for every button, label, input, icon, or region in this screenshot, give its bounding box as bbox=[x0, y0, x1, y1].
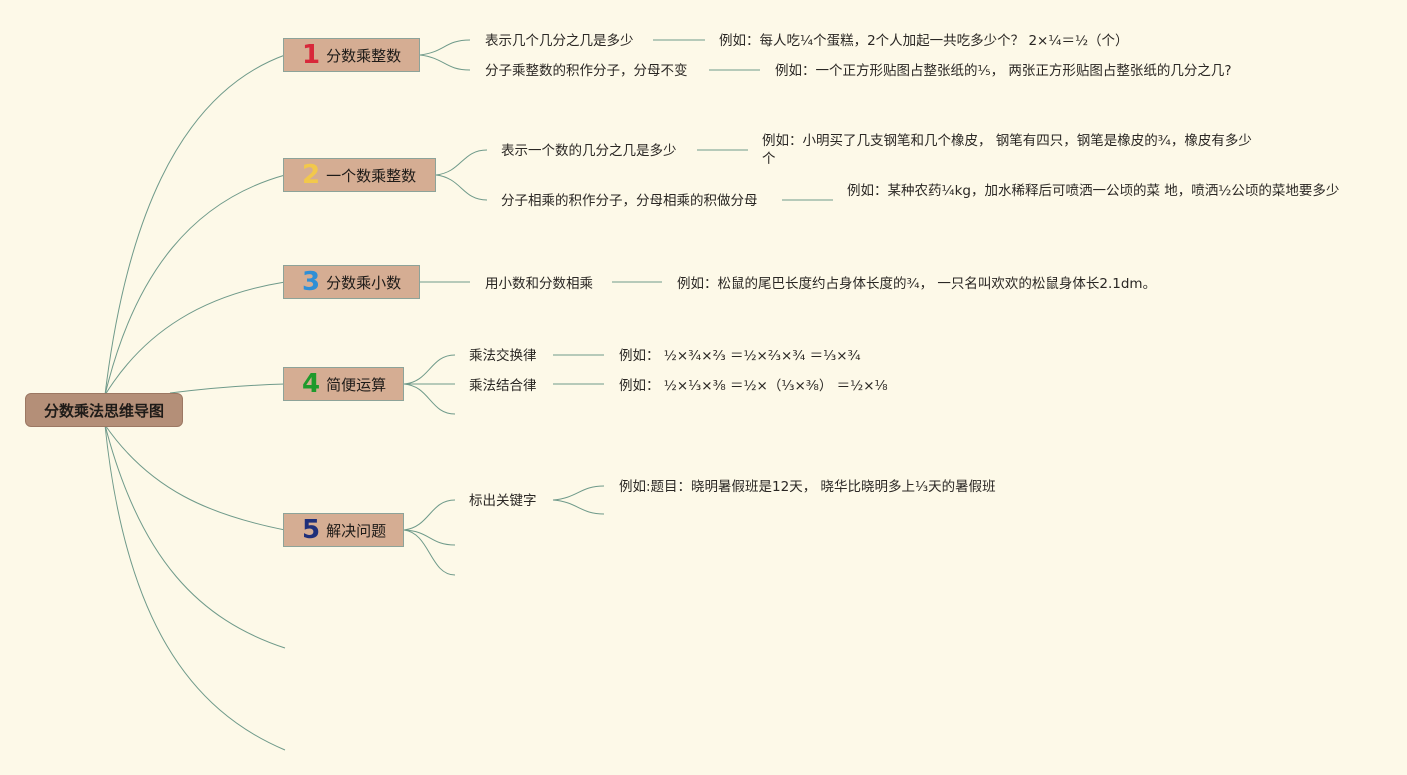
topic-1-point-1[interactable]: 表示几个几分之几是多少 bbox=[485, 33, 634, 49]
link-root-topic-4 bbox=[169, 383, 286, 394]
link-t5-p1-ex bbox=[552, 485, 605, 501]
topic-5-example-1[interactable]: 例如:题目：晓明暑假班是12天， 晓华比晓明多上⅓天的暑假班 bbox=[619, 479, 996, 495]
topic-4-example-2[interactable]: 例如： ½×⅓×⅜ ＝½×（⅓×⅜） ＝½×⅛ bbox=[619, 378, 888, 394]
topic-4[interactable]: 4 简便运算 bbox=[283, 367, 404, 401]
link-t5-empty-1 bbox=[403, 529, 456, 546]
topic-label: 分数乘小数 bbox=[326, 273, 402, 292]
topic-4-point-1[interactable]: 乘法交换律 bbox=[469, 348, 537, 364]
link-t5-p1-empty bbox=[552, 499, 605, 515]
link-root-topic-1 bbox=[104, 54, 286, 396]
topic-label: 简便运算 bbox=[326, 375, 387, 394]
topic-5[interactable]: 5 解决问题 bbox=[283, 513, 404, 547]
link-root-topic-2 bbox=[104, 174, 286, 396]
link-t4-empty bbox=[403, 383, 456, 415]
topic-2[interactable]: 2 一个数乘整数 bbox=[283, 158, 436, 192]
topic-4-example-1[interactable]: 例如： ½×¾×⅔ ＝½×⅔×¾ ＝⅓×¾ bbox=[619, 348, 861, 364]
link-t1-p2 bbox=[419, 54, 471, 71]
link-t5-empty-2 bbox=[403, 529, 456, 576]
topic-label: 解决问题 bbox=[326, 521, 387, 540]
link-t1-p1 bbox=[419, 39, 471, 56]
link-t2-p1 bbox=[435, 149, 488, 176]
topic-1-example-2[interactable]: 例如：一个正方形贴图占整张纸的⅕， 两张正方形贴图占整张纸的几分之几? bbox=[775, 63, 1232, 79]
link-root-topic-3 bbox=[104, 281, 286, 396]
topic-1-example-1[interactable]: 例如：每人吃¼个蛋糕，2个人加起一共吃多少个？ 2×¼＝½（个） bbox=[719, 33, 1129, 49]
topic-2-example-1[interactable]: 例如：小明买了几支钢笔和几个橡皮， 钢笔有四只，钢笔是橡皮的¾，橡皮有多少个 bbox=[762, 133, 1252, 167]
topic-2-example-2[interactable]: 例如：某种农药¼kg，加水稀释后可喷洒一公顷的菜 地，喷洒½公顷的菜地要多少 bbox=[847, 183, 1340, 199]
topic-3[interactable]: 3 分数乘小数 bbox=[283, 265, 420, 299]
topic-2-point-2[interactable]: 分子相乘的积作分子，分母相乘的积做分母 bbox=[501, 193, 758, 209]
number-3-badge: 3 bbox=[302, 267, 321, 297]
link-root-empty-2 bbox=[104, 424, 286, 751]
topic-1-point-2[interactable]: 分子乘整数的积作分子，分母不变 bbox=[485, 63, 688, 79]
link-root-topic-5 bbox=[104, 424, 286, 531]
number-1-badge: 1 bbox=[302, 40, 321, 70]
topic-1[interactable]: 1 分数乘整数 bbox=[283, 38, 420, 72]
topic-label: 一个数乘整数 bbox=[326, 166, 417, 185]
link-t2-p2 bbox=[435, 174, 488, 201]
topic-5-point-1[interactable]: 标出关键字 bbox=[469, 493, 537, 509]
topic-2-point-1[interactable]: 表示一个数的几分之几是多少 bbox=[501, 143, 677, 159]
topic-3-point-1[interactable]: 用小数和分数相乘 bbox=[485, 276, 593, 292]
number-5-badge: 5 bbox=[302, 515, 321, 545]
root-node[interactable]: 分数乘法思维导图 bbox=[25, 393, 183, 427]
topic-label: 分数乘整数 bbox=[326, 46, 402, 65]
link-t5-p1 bbox=[403, 499, 456, 531]
topic-3-example-1[interactable]: 例如：松鼠的尾巴长度约占身体长度的¾， 一只名叫欢欢的松鼠身体长2.1dm。 bbox=[677, 276, 1157, 292]
number-2-badge: 2 bbox=[302, 160, 321, 190]
link-root-empty-1 bbox=[104, 424, 286, 649]
topic-4-point-2[interactable]: 乘法结合律 bbox=[469, 378, 537, 394]
number-4-badge: 4 bbox=[302, 369, 321, 399]
link-t4-p1 bbox=[403, 354, 456, 385]
